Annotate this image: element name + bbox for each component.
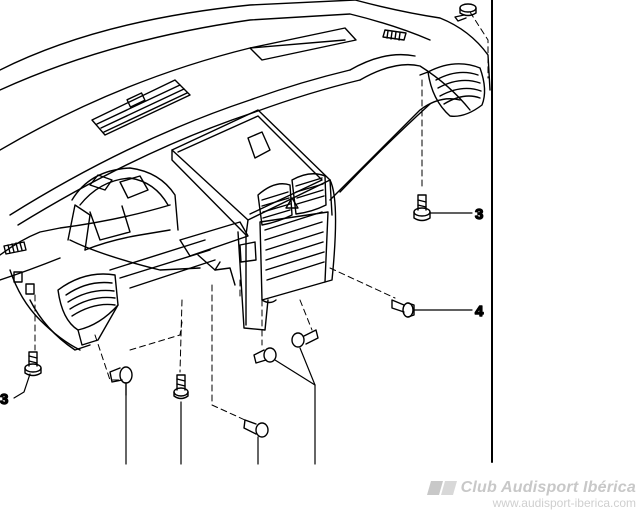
- screw-bottom-2: [173, 374, 189, 400]
- screw-top-right: [454, 3, 477, 22]
- watermark-url: www.audisport-iberica.com: [492, 496, 636, 510]
- watermark: Club Audisport Ibérica www.audisport-ibe…: [426, 479, 636, 510]
- callout-3-left: 3: [0, 391, 8, 408]
- screw-console-left: [253, 347, 277, 364]
- screw-console-right: [291, 329, 319, 348]
- callout-leaders: [13, 212, 473, 465]
- screw-right-3: [413, 194, 431, 222]
- callout-3-right: 3: [475, 206, 483, 223]
- callout-4-right: 4: [475, 303, 484, 320]
- watermark-title: Club Audisport Ibérica: [460, 479, 636, 496]
- centre-console-housing: [171, 109, 337, 331]
- screw-left-3: [24, 351, 42, 377]
- screw-right-4: [391, 299, 415, 318]
- instrument-cluster-cowl: [67, 167, 249, 289]
- dashboard-panel: [0, 0, 491, 351]
- left-air-vent: [57, 273, 119, 346]
- right-air-vent: [419, 63, 486, 117]
- club-logo-icon: [426, 480, 457, 495]
- screw-bottom-1: [109, 366, 133, 396]
- assembly-lines: [34, 11, 489, 421]
- screw-bottom-3: [243, 419, 269, 438]
